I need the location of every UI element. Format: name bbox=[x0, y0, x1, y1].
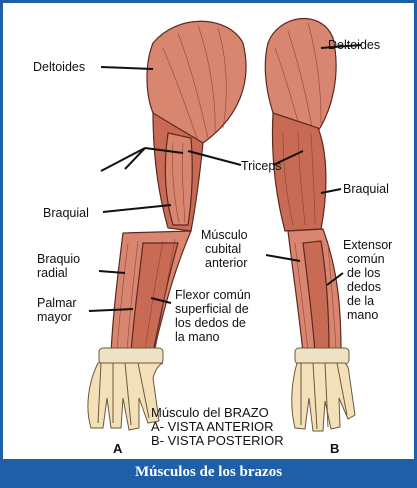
legend-line-3: B- VISTA POSTERIOR bbox=[151, 433, 284, 448]
label-braquio-radial-1: Braquio bbox=[37, 252, 80, 266]
legend-line-1: Músculo del BRAZO bbox=[151, 405, 269, 420]
label-extensor-6: mano bbox=[347, 308, 378, 322]
label-extensor-3: de los bbox=[347, 266, 380, 280]
label-extensor-2: común bbox=[347, 252, 385, 266]
caption-bar: Músculos de los brazos bbox=[3, 459, 414, 485]
arm-b-illustration bbox=[265, 19, 355, 431]
label-palmar-mayor-1: Palmar bbox=[37, 296, 77, 310]
label-flexor-2: superficial de bbox=[175, 302, 249, 316]
label-palmar-mayor-2: mayor bbox=[37, 310, 72, 324]
view-label-a: A bbox=[113, 441, 123, 456]
label-cubital-2: cubital bbox=[205, 242, 241, 256]
label-extensor-5: de la bbox=[347, 294, 374, 308]
label-deltoides-b: Deltoides bbox=[328, 38, 380, 52]
legend-line-2: A- VISTA ANTERIOR bbox=[151, 419, 274, 434]
label-cubital-3: anterior bbox=[205, 256, 247, 270]
label-deltoides-a: Deltoides bbox=[33, 60, 85, 74]
view-label-b: B bbox=[330, 441, 339, 456]
label-braquial-a: Braquial bbox=[43, 206, 89, 220]
arm-muscles-diagram: Deltoides Deltoides Triceps Braquial Bra… bbox=[3, 3, 414, 462]
label-braquio-radial-2: radial bbox=[37, 266, 68, 280]
label-flexor-3: los dedos de bbox=[175, 316, 246, 330]
label-braquial-b: Braquial bbox=[343, 182, 389, 196]
label-flexor-1: Flexor común bbox=[175, 288, 251, 302]
arm-a-illustration bbox=[88, 21, 246, 430]
label-triceps: Triceps bbox=[241, 159, 282, 173]
label-flexor-4: la mano bbox=[175, 330, 220, 344]
label-cubital-1: Músculo bbox=[201, 228, 248, 242]
label-extensor-1: Extensor bbox=[343, 238, 392, 252]
label-extensor-4: dedos bbox=[347, 280, 381, 294]
